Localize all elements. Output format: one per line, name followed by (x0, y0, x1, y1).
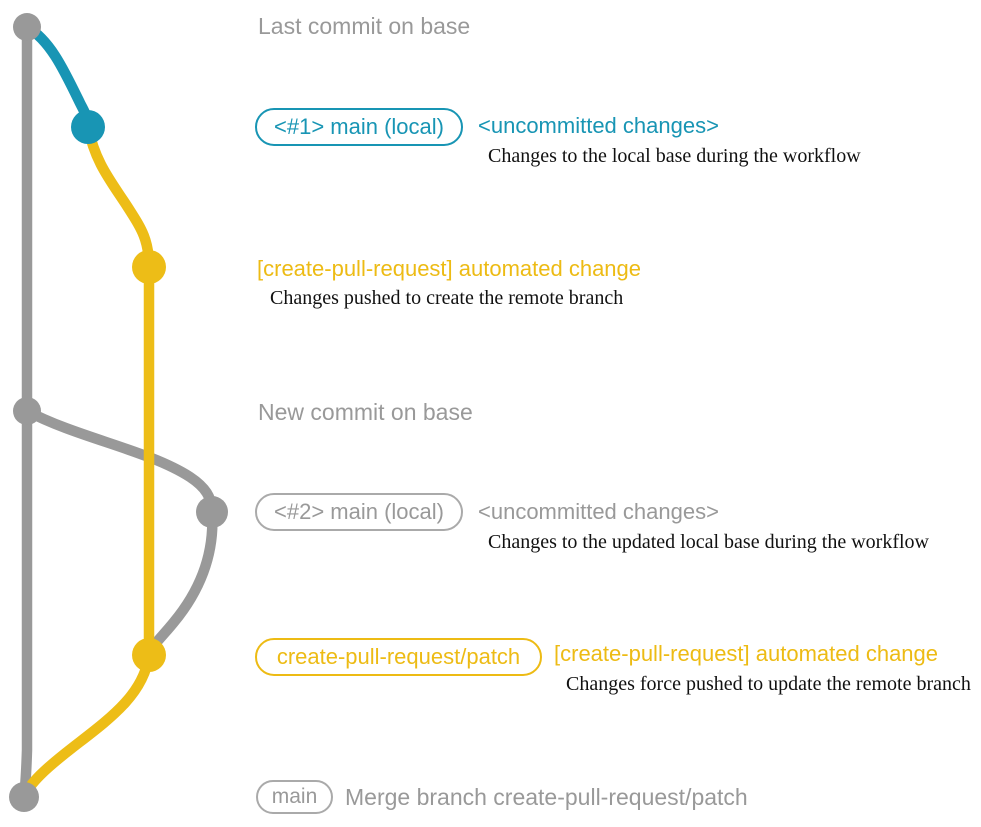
branch-badge-label: <#1> main (local) (274, 114, 444, 139)
commit-node-new-base (13, 397, 41, 425)
label-new-commit-on-base: New commit on base (258, 399, 473, 425)
branch-badge-main: main (256, 780, 333, 814)
patch-merge-curve (18, 649, 155, 803)
note-uncommitted-changes-1: Changes to the local base during the wor… (488, 145, 861, 167)
label-automated-change-1: [create-pull-request] automated change (257, 256, 642, 281)
label-uncommitted-changes-1: <uncommitted changes> (478, 113, 719, 138)
label-uncommitted-changes-2: <uncommitted changes> (478, 499, 719, 524)
commit-node-merge (9, 782, 39, 812)
commit-node-local-1 (71, 110, 105, 144)
label-merge-branch: Merge branch create-pull-request/patch (345, 784, 748, 810)
uncommitted-changes-curve (21, 21, 94, 133)
note-uncommitted-changes-2: Changes to the updated local base during… (488, 531, 929, 553)
label-automated-change-2: [create-pull-request] automated change (554, 641, 939, 666)
commit-node-automated-1 (132, 250, 166, 284)
commit-node-local-2 (196, 496, 228, 528)
commit-node-automated-2 (132, 638, 166, 672)
note-automated-change-1: Changes pushed to create the remote bran… (270, 287, 624, 309)
note-automated-change-2: Changes force pushed to update the remot… (566, 673, 971, 695)
branch-badge-main-local-2: <#2> main (local) (255, 493, 463, 531)
base-to-local2-curve (21, 405, 218, 518)
branch-badge-label: <#2> main (local) (274, 499, 444, 524)
patch-branch-curve-top (82, 121, 155, 273)
branch-badge-main-local-1: <#1> main (local) (255, 108, 463, 146)
branch-badge-label: main (271, 785, 318, 808)
commit-node-last-base (13, 13, 41, 41)
branch-badge-label: create-pull-request/patch (276, 644, 521, 669)
local2-to-patch-curve (143, 506, 218, 661)
label-last-commit-on-base: Last commit on base (258, 13, 471, 39)
branch-badge-create-pull-request-patch: create-pull-request/patch (255, 638, 542, 676)
